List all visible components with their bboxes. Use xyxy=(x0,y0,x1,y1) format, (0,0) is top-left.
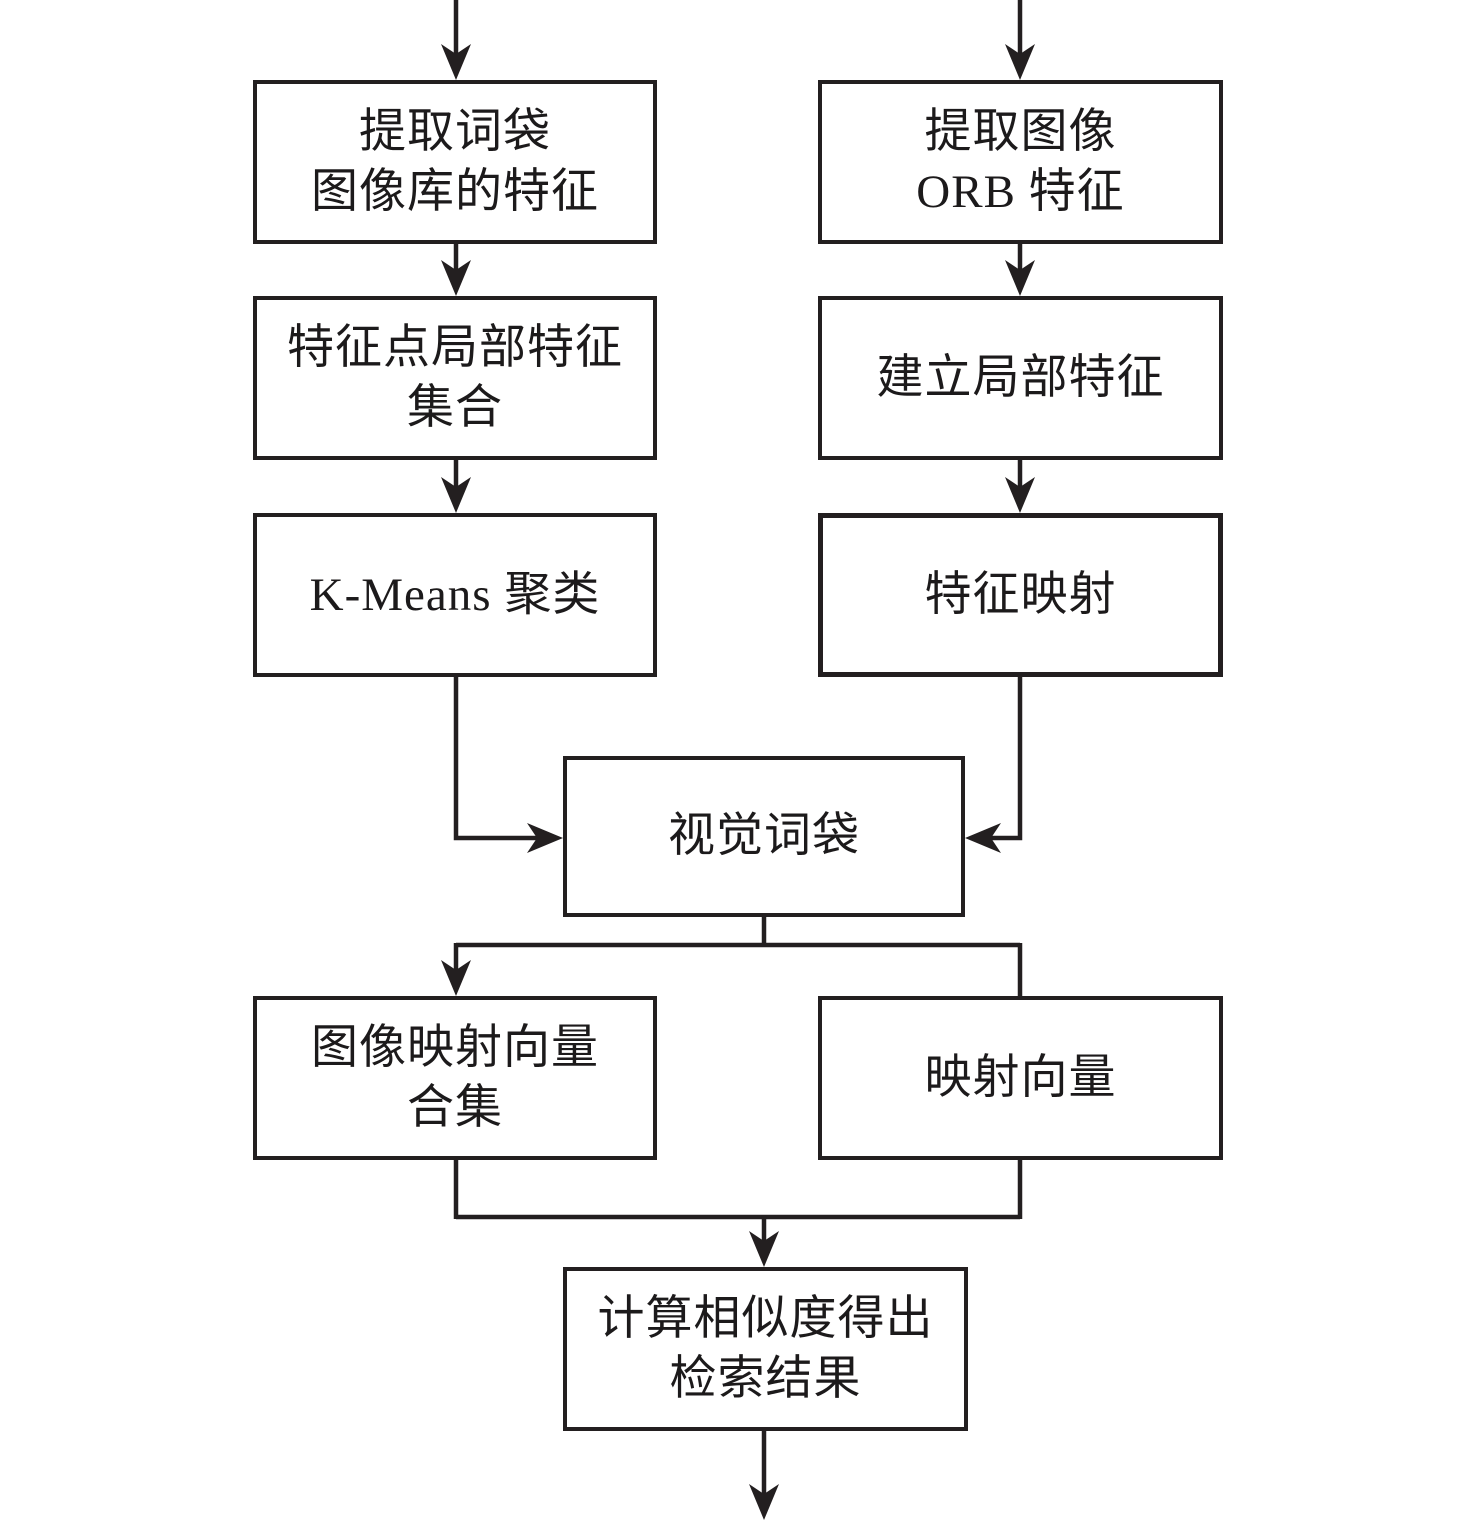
arrowhead-down-icon xyxy=(441,960,471,996)
node-label-line: 特征点局部特征 xyxy=(287,321,623,374)
node-label-line: 提取词袋 xyxy=(359,105,551,158)
node-label-line: 特征映射 xyxy=(924,568,1117,621)
node-label-line: 映射向量 xyxy=(924,1051,1117,1104)
node-label-line: 计算相似度得出 xyxy=(597,1292,934,1345)
node-label-line: 视觉词袋 xyxy=(668,810,860,863)
node-label-line: 图像库的特征 xyxy=(311,166,599,218)
arrowhead-left-icon xyxy=(965,823,1001,853)
edge-mapping-to-visualbow xyxy=(991,677,1023,841)
node-extract-image-orb: 提取图像 ORB 特征 xyxy=(818,80,1223,244)
node-extract-bow-db-features: 提取词袋 图像库的特征 xyxy=(253,80,657,244)
node-build-local-features: 建立局部特征 xyxy=(818,296,1223,460)
node-label-line: 检索结果 xyxy=(669,1353,862,1405)
node-label-line: ORB 特征 xyxy=(916,166,1125,218)
node-label-line: K-Means 聚类 xyxy=(309,568,601,621)
arrowhead-down-icon xyxy=(441,477,471,513)
arrowhead-down-icon xyxy=(749,1231,779,1267)
node-label-line: 合集 xyxy=(407,1082,503,1134)
node-mapping-vector: 映射向量 xyxy=(818,996,1223,1160)
node-similarity-result: 计算相似度得出 检索结果 xyxy=(563,1267,968,1431)
node-feature-point-local-set: 特征点局部特征 集合 xyxy=(253,296,657,460)
node-label-line: 建立局部特征 xyxy=(876,351,1165,404)
node-visual-bag-of-words: 视觉词袋 xyxy=(563,756,965,917)
arrowhead-down-icon xyxy=(441,44,471,80)
node-kmeans-clustering: K-Means 聚类 xyxy=(253,513,657,677)
node-feature-mapping: 特征映射 xyxy=(818,513,1223,677)
node-label-line: 集合 xyxy=(407,382,503,434)
node-label-line: 图像映射向量 xyxy=(311,1021,599,1074)
arrowhead-down-icon xyxy=(441,260,471,296)
arrowhead-down-icon xyxy=(1005,477,1035,513)
arrowhead-down-icon xyxy=(1005,260,1035,296)
node-label-line: 提取图像 xyxy=(924,105,1117,158)
arrowhead-right-icon xyxy=(527,823,563,853)
edge-kmeans-to-visualbow xyxy=(453,677,537,841)
node-image-mapping-vector-set: 图像映射向量 合集 xyxy=(253,996,657,1160)
arrowhead-down-icon xyxy=(749,1484,779,1520)
arrowhead-down-icon xyxy=(1005,44,1035,80)
